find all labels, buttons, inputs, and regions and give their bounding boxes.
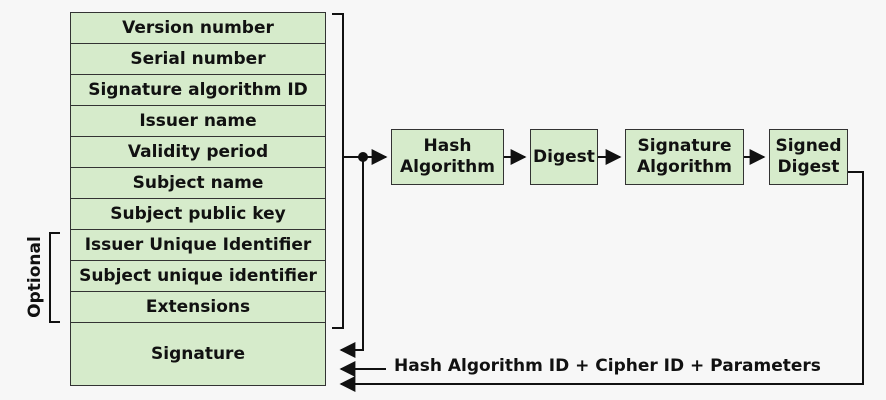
signature-algorithm-line1: Signature [637,136,732,156]
fields-bracket [332,13,344,329]
hash-algorithm-box: Hash Algorithm [391,129,504,185]
signature-algorithm-line2: Algorithm [637,157,732,177]
field-subject-public-key: Subject public key [71,199,325,230]
field-subject-unique-identifier: Subject unique identifier [71,261,325,292]
signed-return-arrow [339,171,864,392]
digest-box: Digest [530,129,598,185]
field-version-number: Version number [71,13,325,44]
field-extensions: Extensions [71,292,325,323]
digest-label: Digest [533,146,595,167]
certificate-fields: Version number Serial number Signature a… [70,12,326,386]
optional-label: Optional [20,232,50,322]
signed-digest-box: Signed Digest [769,129,848,185]
field-issuer-unique-identifier: Issuer Unique Identifier [71,230,325,261]
optional-bracket [49,232,60,323]
optional-label-text: Optional [25,236,45,318]
hash-algorithm-line2: Algorithm [400,157,495,177]
field-issuer-name: Issuer name [71,106,325,137]
field-subject-name: Subject name [71,168,325,199]
field-validity-period: Validity period [71,137,325,168]
field-serial-number: Serial number [71,44,325,75]
hash-algorithm-line1: Hash [423,136,472,156]
params-label: Hash Algorithm ID + Cipher ID + Paramete… [394,356,821,376]
signed-digest-line2: Digest [777,157,840,177]
signature-algorithm-box: Signature Algorithm [625,129,744,185]
field-signature: Signature [151,344,245,364]
field-signature-algorithm-id: Signature algorithm ID [71,75,325,106]
to-signature-arrow [339,157,364,358]
signed-digest-line1: Signed [775,136,842,156]
